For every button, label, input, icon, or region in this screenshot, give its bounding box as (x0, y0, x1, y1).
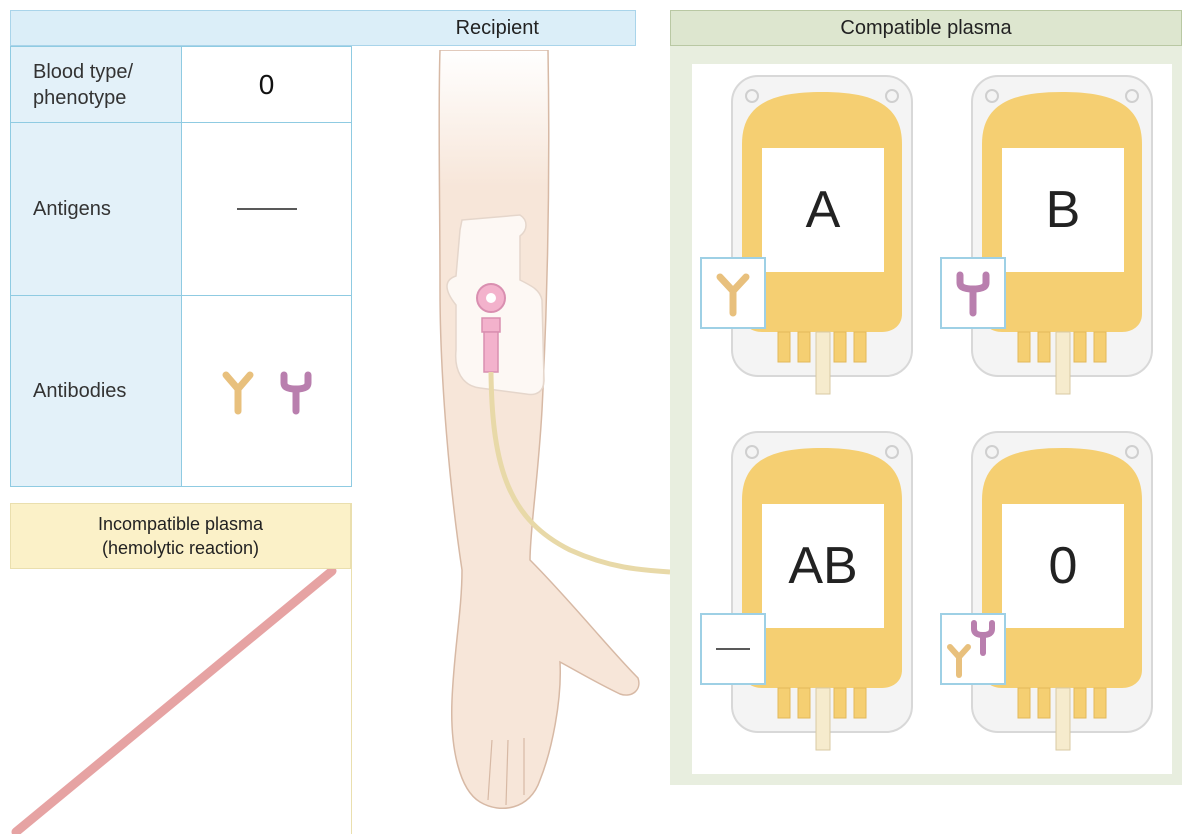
none-dash-icon (232, 204, 302, 214)
incompatible-plasma-header: Incompatible plasma (hemolytic reaction) (10, 503, 351, 569)
plasma-bag-b: B (932, 64, 1172, 414)
anti-a-antibody-icon (950, 647, 968, 675)
antibodies-row: Antibodies (11, 296, 351, 486)
empty-slash-icon (10, 569, 352, 834)
blood-type-value-cell: 0 (182, 47, 351, 122)
anti-b-antibody-icon (974, 623, 992, 653)
incompatible-title-line1: Incompatible plasma (98, 512, 263, 536)
anti-a-antibody-icon (702, 259, 764, 327)
anti-b-antibody-icon (942, 259, 1004, 327)
plasma-bag-label-a: A (703, 180, 943, 240)
plasma-bag-ab: AB (692, 420, 932, 770)
plasma-bag-label-ab: AB (703, 536, 943, 596)
incompatible-plasma-panel: Incompatible plasma (hemolytic reaction) (10, 503, 352, 834)
antibody-box-ab (700, 613, 766, 685)
antibody-box-0 (940, 613, 1006, 685)
iv-cannula-hub-center (486, 293, 496, 303)
recipient-title: Recipient (456, 17, 539, 40)
blood-type-value: 0 (259, 69, 275, 101)
plasma-bag-a: A (692, 64, 932, 414)
antibody-box-b (940, 257, 1006, 329)
antigens-value-cell (182, 123, 351, 295)
antibodies-icons (202, 361, 332, 421)
arm-shape (439, 50, 639, 808)
antibodies-label: Antibodies (11, 296, 182, 486)
anti-a-anti-b-antibodies-icon (942, 615, 1004, 683)
antigens-row: Antigens (11, 123, 351, 296)
compatible-plasma-inner: A B (692, 64, 1172, 774)
antigens-label: Antigens (11, 123, 182, 295)
anti-b-antibody-icon (284, 375, 308, 411)
blood-type-label-line1: Blood type/ (33, 59, 133, 85)
plasma-bag-label-0: 0 (943, 536, 1183, 596)
iv-line-connector (484, 332, 498, 372)
incompatible-title-line2: (hemolytic reaction) (102, 536, 259, 560)
recipient-arm-illustration (380, 50, 670, 834)
antibody-box-a (700, 257, 766, 329)
anti-a-antibody-icon (226, 375, 250, 411)
recipient-header: Recipient (10, 10, 636, 46)
iv-connector (482, 318, 500, 332)
blood-type-row: Blood type/ phenotype 0 (11, 47, 351, 123)
antibodies-value-cell (182, 296, 351, 486)
plasma-bag-label-b: B (943, 180, 1183, 240)
compatible-plasma-header: Compatible plasma (670, 10, 1182, 46)
none-dash-icon (702, 615, 764, 683)
recipient-table: Blood type/ phenotype 0 Antigens Antibod… (10, 46, 352, 487)
blood-type-label: Blood type/ phenotype (11, 47, 182, 122)
blood-type-label-line2: phenotype (33, 85, 126, 111)
plasma-bag-0: 0 (932, 420, 1172, 770)
compatible-plasma-panel: Compatible plasma A (670, 10, 1182, 785)
